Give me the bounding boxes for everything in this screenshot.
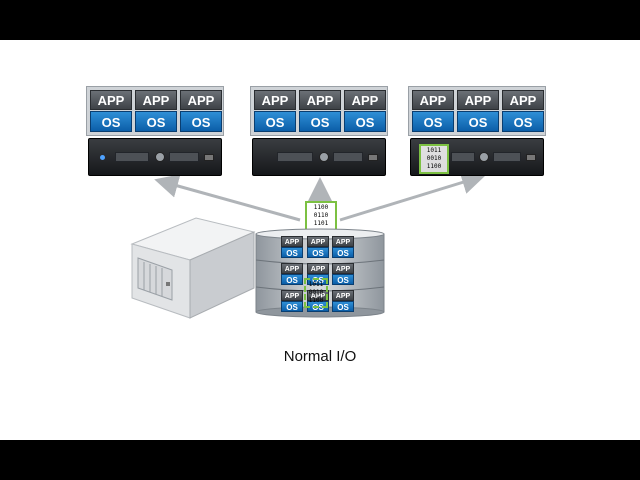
port-icon <box>204 154 214 161</box>
os-label: OS <box>254 111 296 132</box>
os-label: OS <box>502 111 544 132</box>
os-label: OS <box>180 111 222 132</box>
bit-row: 1100 <box>308 297 324 304</box>
drive-slot <box>277 152 313 162</box>
os-label: OS <box>90 111 132 132</box>
arrow-to-right-host <box>339 170 486 222</box>
app-label: APP <box>281 263 303 274</box>
os-label: OS <box>135 111 177 132</box>
app-label: APP <box>412 90 454 110</box>
app-label: APP <box>332 263 354 274</box>
bit-row: 0110 <box>313 212 329 219</box>
bit-row: 0010 <box>426 155 442 162</box>
top-letterbox-bar <box>0 0 640 40</box>
os-label: OS <box>412 111 454 132</box>
os-label: OS <box>299 111 341 132</box>
app-label: APP <box>307 263 329 274</box>
bit-row: 0010 <box>308 289 324 296</box>
host-right-data-block: 1011 0010 1100 <box>419 144 449 174</box>
os-label: OS <box>332 247 354 258</box>
bit-row: 1100 <box>313 204 329 211</box>
app-label: APP <box>307 236 329 247</box>
app-label: APP <box>281 236 303 247</box>
app-label: APP <box>281 290 303 301</box>
app-label: APP <box>457 90 499 110</box>
drive-slot <box>333 152 363 162</box>
bit-row: 1011 <box>426 147 442 154</box>
os-label: OS <box>457 111 499 132</box>
bit-row: 1011 <box>308 281 324 288</box>
drive-slot <box>115 152 149 162</box>
app-label: APP <box>502 90 544 110</box>
knob-icon <box>479 152 489 162</box>
app-label: APP <box>299 90 341 110</box>
knob-icon <box>155 152 165 162</box>
center-data-block: 1100 0110 1101 <box>305 201 337 231</box>
drive-slot <box>451 152 475 162</box>
drive-slot <box>169 152 199 162</box>
power-led-icon <box>100 155 105 160</box>
port-icon <box>368 154 378 161</box>
storage-array-box <box>130 217 256 319</box>
app-label: APP <box>344 90 386 110</box>
diagram-caption: Normal I/O <box>283 348 357 365</box>
bit-row: 1100 <box>426 163 442 170</box>
app-label: APP <box>332 290 354 301</box>
app-label: APP <box>135 90 177 110</box>
app-label: APP <box>254 90 296 110</box>
port-icon <box>526 154 536 161</box>
app-label: APP <box>180 90 222 110</box>
app-label: APP <box>307 290 329 301</box>
os-label: OS <box>281 247 303 258</box>
os-label: OS <box>281 301 303 312</box>
app-label: APP <box>332 236 354 247</box>
knob-icon <box>319 152 329 162</box>
os-label: OS <box>307 247 329 258</box>
app-label: APP <box>90 90 132 110</box>
os-label: OS <box>281 274 303 285</box>
bottom-letterbox-bar <box>0 440 640 480</box>
drive-slot <box>493 152 521 162</box>
host-left-server <box>88 138 222 176</box>
os-label: OS <box>332 301 354 312</box>
arrow-to-left-host <box>154 174 301 222</box>
os-label: OS <box>332 274 354 285</box>
bit-row: 1101 <box>313 220 329 227</box>
storage-data-block: 1011 0010 1100 <box>304 278 328 308</box>
os-label: OS <box>344 111 386 132</box>
host-center-server <box>252 138 386 176</box>
